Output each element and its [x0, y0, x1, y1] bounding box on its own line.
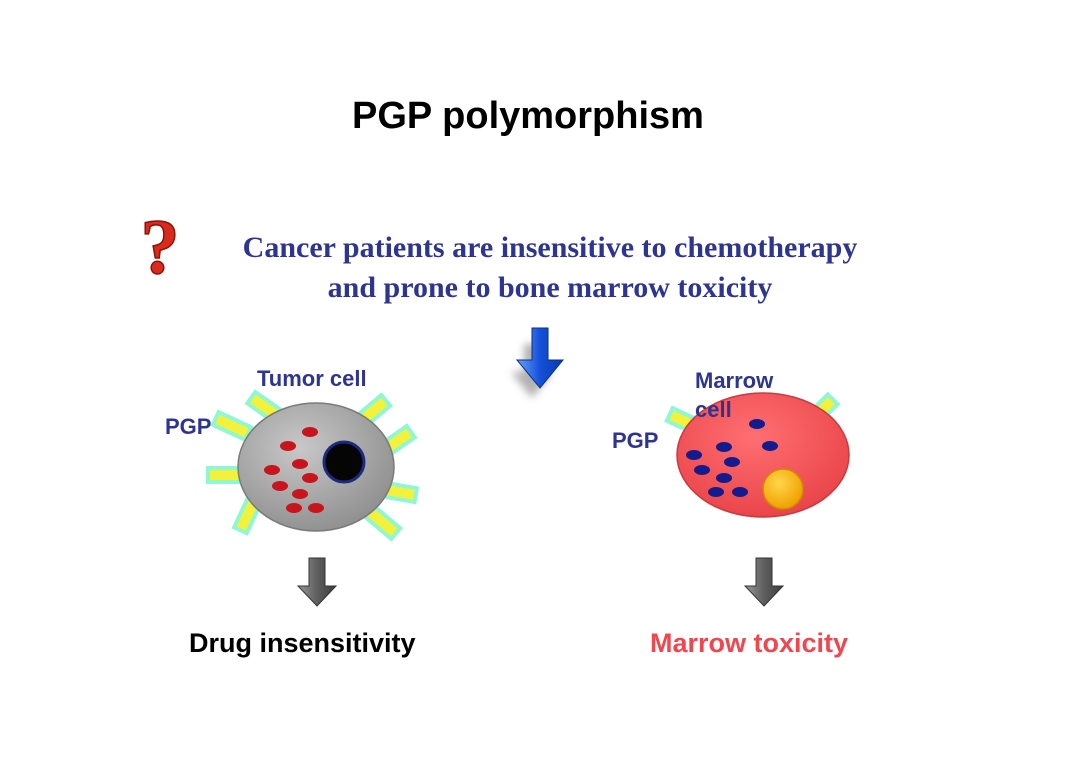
drug-dot	[749, 419, 765, 429]
svg-text:?: ?	[141, 203, 180, 290]
question-mark-icon: ?	[140, 202, 181, 291]
drug-dots-red	[264, 427, 324, 513]
drug-dot	[762, 441, 778, 451]
drug-dot	[286, 503, 302, 513]
question-line-2: and prone to bone marrow toxicity	[327, 271, 773, 304]
drug-dot	[292, 489, 308, 499]
tumor-nucleus	[322, 440, 366, 484]
tumor-pgp-label: PGP	[165, 414, 212, 439]
down-arrow-icon-marrow	[743, 557, 785, 607]
drug-dot	[272, 481, 288, 491]
marrow-cell	[664, 391, 850, 518]
marrow-outcome: Marrow toxicity	[650, 628, 849, 658]
tumor-cell-label: Tumor cell	[257, 366, 367, 391]
marrow-label-line-2: cell	[695, 397, 732, 422]
tumor-cell	[206, 389, 420, 542]
drug-dot	[724, 457, 740, 467]
tumor-cell-body	[237, 402, 395, 532]
drug-dot	[308, 503, 324, 513]
drug-dot	[292, 459, 308, 469]
drug-dot	[302, 427, 318, 437]
marrow-pgp-label: PGP	[612, 428, 659, 453]
tumor-outcome: Drug insensitivity	[189, 628, 416, 658]
down-arrow-icon-tumor	[296, 557, 338, 607]
question-text: Cancer patients are insensitive to chemo…	[200, 228, 900, 308]
drug-dot	[264, 465, 280, 475]
pgp-pump	[210, 409, 254, 443]
drug-dot	[716, 442, 732, 452]
drug-dot	[302, 473, 318, 483]
marrow-cell-label: Marrow cell	[695, 366, 773, 424]
drug-dot	[708, 487, 724, 497]
question-line-1: Cancer patients are insensitive to chemo…	[242, 231, 858, 264]
drug-dots-blue	[686, 419, 778, 497]
drug-dot	[280, 441, 296, 451]
page-title: PGP polymorphism	[352, 95, 704, 137]
drug-dot	[686, 450, 702, 460]
drug-dot	[694, 465, 710, 475]
marrow-label-line-1: Marrow	[695, 368, 774, 393]
drug-dot	[716, 473, 732, 483]
down-arrow-icon	[511, 327, 565, 398]
marrow-nucleus	[762, 468, 804, 510]
drug-dot	[732, 487, 748, 497]
marrow-cell-body	[676, 392, 850, 518]
